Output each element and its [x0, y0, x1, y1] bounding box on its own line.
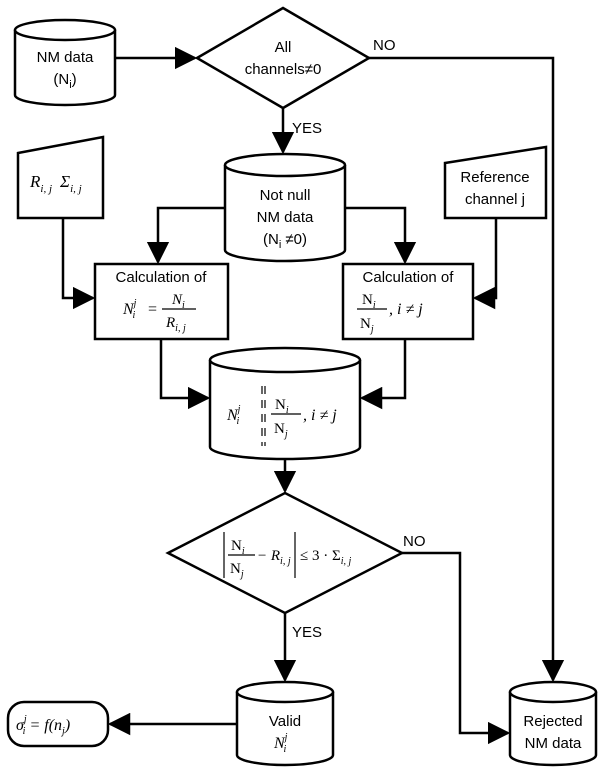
edge-notnull-to-calcleft: [146, 206, 225, 265]
not-null-line2: NM data: [257, 209, 314, 226]
test-minus-r: − Ri, j: [257, 548, 291, 567]
calc-right-num: Ni: [362, 292, 376, 311]
edge-no-to-rejected: [369, 56, 565, 683]
reference-line2: channel j: [465, 191, 525, 208]
nm-data-sublabel: (Ni): [53, 71, 76, 91]
ratio-store-tail: , i ≠ j: [303, 407, 337, 424]
edge-notnull-to-calcright: [345, 206, 417, 265]
calc-right-box: Calculation of Ni Nj , i ≠ j: [341, 262, 475, 341]
not-null-line3: (Ni ≠0): [263, 231, 307, 251]
calc-left-num: Ni: [171, 292, 185, 311]
edge-calcright-to-store: [359, 339, 407, 410]
rejected-cylinder: Rejected NM data: [508, 680, 598, 767]
edge-no-test-to-rejected: [402, 551, 511, 745]
calc-left-title: Calculation of: [116, 269, 208, 286]
all-channels-line2: channels≠0: [245, 61, 322, 78]
test-num: Ni: [231, 538, 245, 557]
connectors: [61, 46, 565, 745]
nm-data-cylinder: NM data (Ni): [13, 18, 117, 107]
reference-channel-input: Reference channel j: [443, 145, 548, 220]
nm-data-label: NM data: [37, 49, 94, 66]
all-channels-line1: All: [275, 39, 292, 56]
ratio-store-num: Ni: [275, 397, 289, 416]
edge-reference-to-calcright: [472, 218, 498, 310]
calc-right-tail: , i ≠ j: [389, 301, 423, 318]
ratio-store-den: Nj: [274, 421, 288, 440]
reference-line1: Reference: [460, 169, 529, 186]
test-rhs: ≤ 3 · Σi, j: [300, 548, 351, 567]
rejected-line2: NM data: [525, 735, 582, 752]
edge-label-no-bottom: NO: [403, 533, 426, 550]
edge-calcleft-to-store: [159, 339, 211, 410]
calc-right-den: Nj: [360, 316, 374, 335]
edge-label-yes-top: YES: [292, 120, 322, 137]
edge-rsigma-to-calcleft: [61, 218, 96, 310]
calc-right-title: Calculation of: [363, 269, 455, 286]
calc-left-den: Ri, j: [165, 315, 186, 334]
edge-label-no-top: NO: [373, 37, 396, 54]
not-null-line1: Not null: [260, 187, 311, 204]
rejected-line1: Rejected: [523, 713, 582, 730]
all-channels-decision: All channels≠0: [194, 6, 372, 110]
edge-label-yes-bottom: YES: [292, 624, 322, 641]
test-den: Nj: [230, 561, 244, 580]
not-null-cylinder: Not null NM data (Ni ≠0): [223, 152, 347, 263]
calc-left-eq: =: [148, 301, 157, 318]
tolerance-test-decision: Ni Nj − Ri, j ≤ 3 · Σi, j: [165, 491, 405, 615]
valid-label: Valid: [269, 713, 301, 730]
